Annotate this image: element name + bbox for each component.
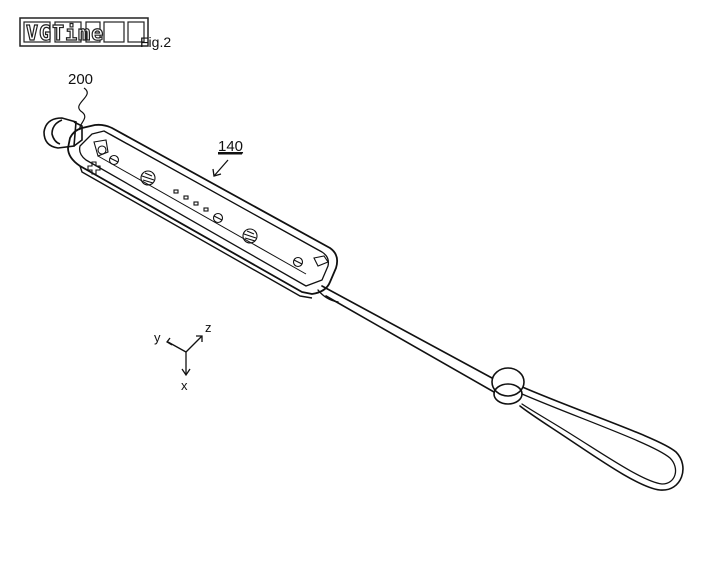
grip-button-icon [242, 228, 258, 244]
cap-reference-label: 200 [68, 71, 93, 88]
led-indicator [193, 201, 199, 206]
sync-button-icon [97, 145, 107, 155]
axis-z-label: z [205, 320, 212, 335]
axis-indicator [166, 335, 203, 377]
axis-y-label: y [154, 330, 161, 345]
plus-button-icon [87, 161, 101, 175]
end-cap [43, 117, 83, 149]
cap-leader-line [78, 87, 88, 131]
watermark-logo: VGTime [19, 17, 149, 47]
screw-icon [108, 154, 120, 166]
led-indicator [203, 207, 209, 212]
wrist-strap [317, 285, 684, 491]
led-indicator [173, 189, 179, 194]
controller-body [67, 123, 339, 299]
watermark-text: VGTime [26, 21, 104, 45]
screw-icon [212, 212, 224, 224]
led-indicator [183, 195, 189, 200]
controller-arrow [212, 159, 229, 177]
screw-icon [292, 256, 304, 268]
controller-reference-label: 140 [218, 138, 243, 155]
figure-label: Fig.2 [140, 34, 171, 50]
stick-button-icon [140, 170, 156, 186]
axis-x-label: x [181, 378, 188, 393]
controller-details [87, 139, 329, 268]
strap-slider [491, 367, 525, 405]
